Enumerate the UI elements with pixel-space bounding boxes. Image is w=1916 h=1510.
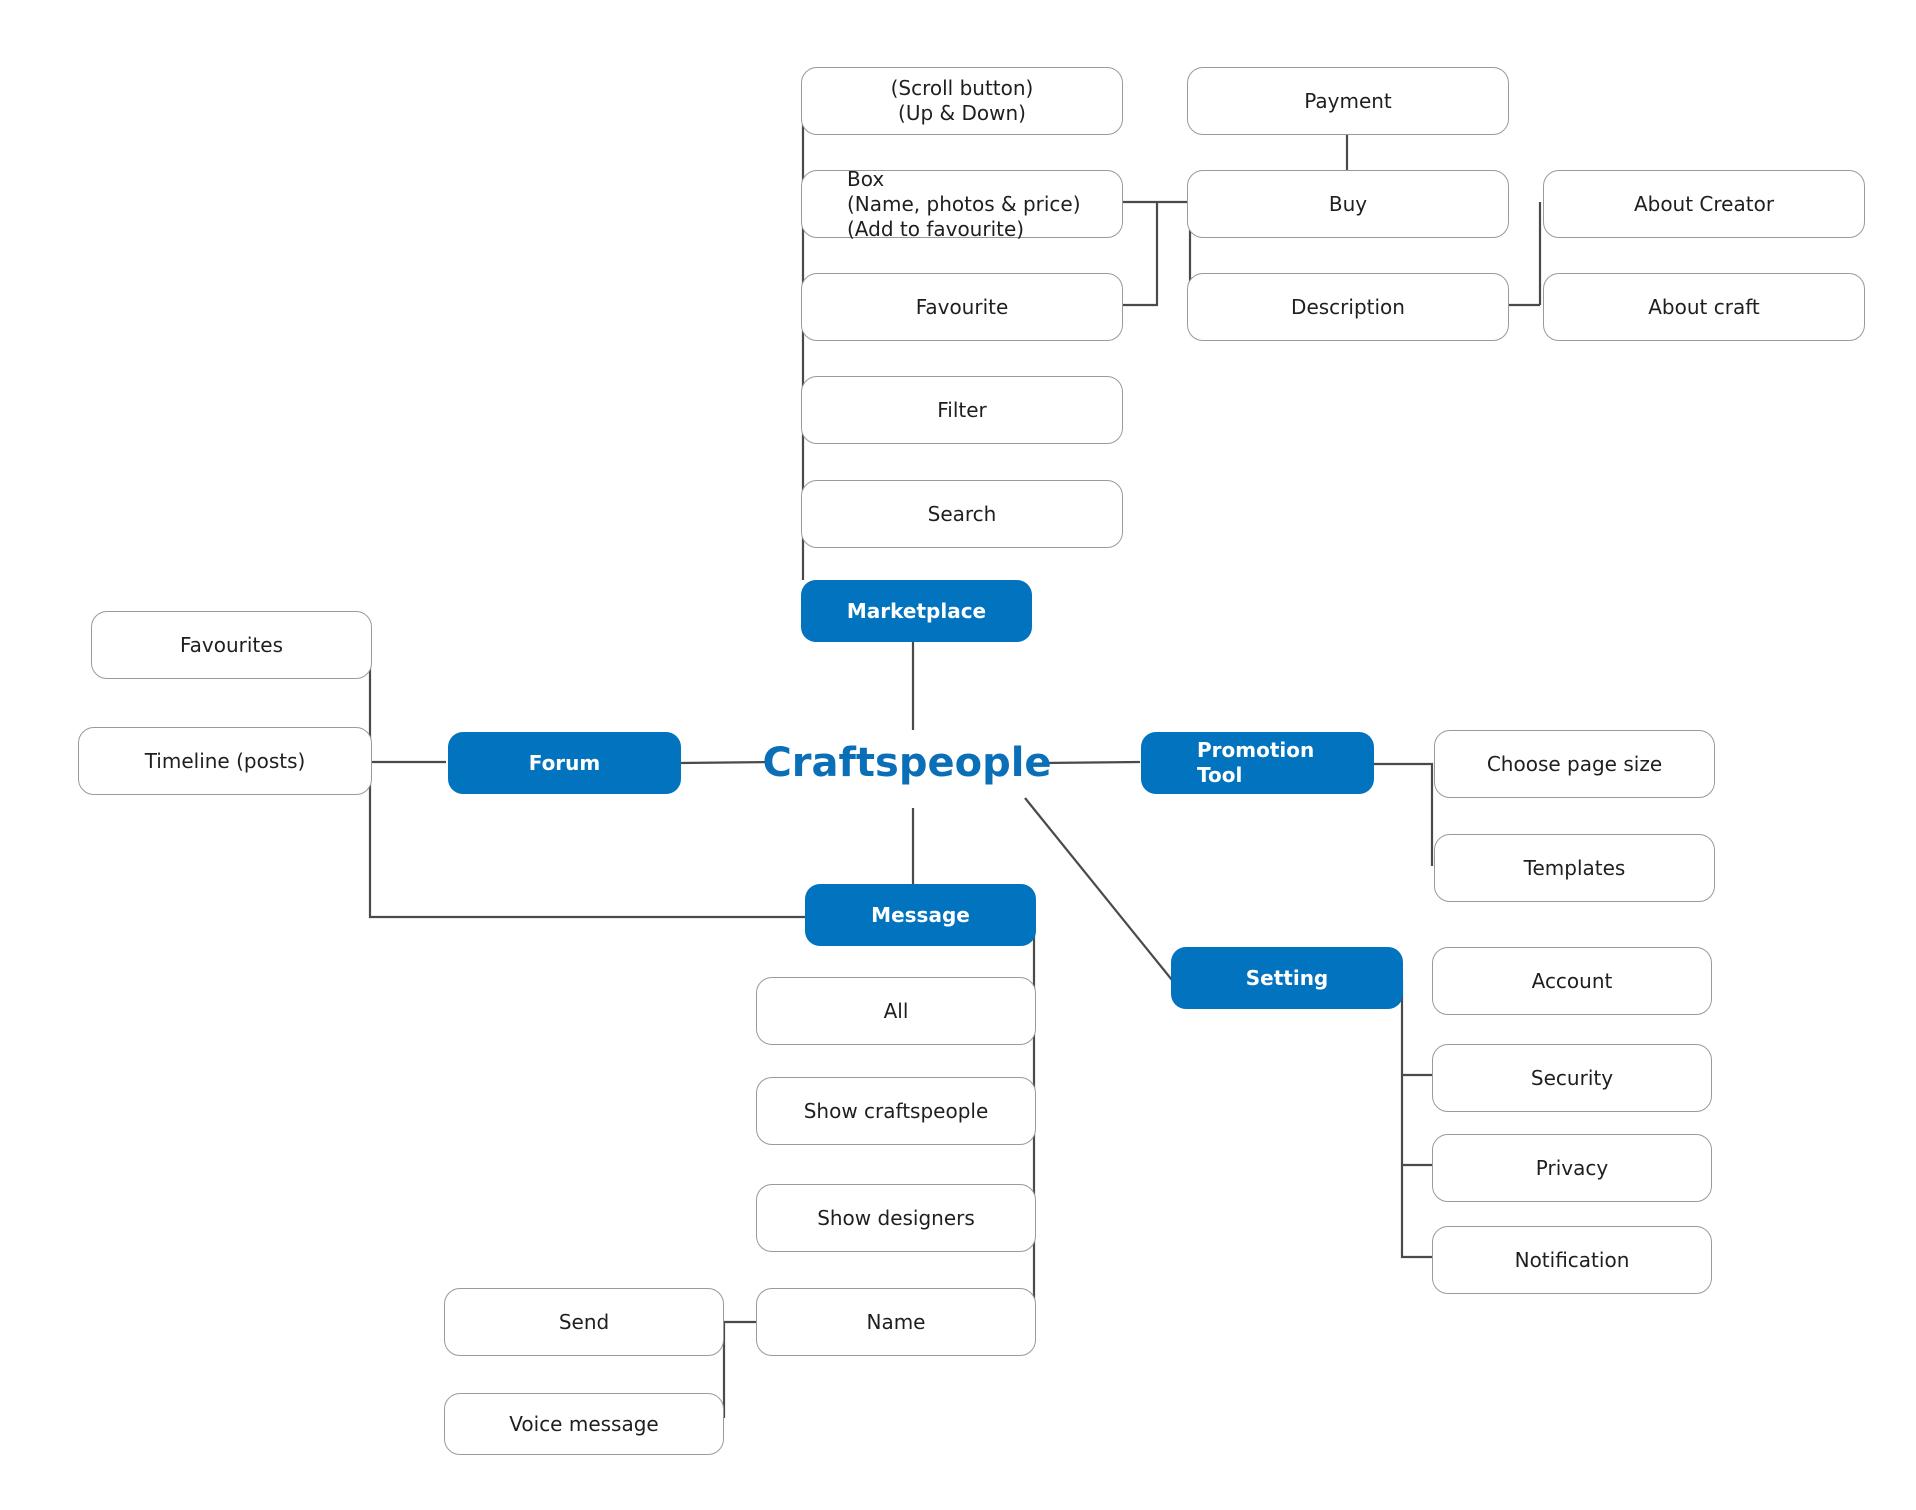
node-search[interactable]: Search [801, 480, 1123, 548]
node-about-craft[interactable]: About craft [1543, 273, 1865, 341]
center-topic-craftspeople: Craftspeople [762, 740, 1052, 786]
node-voice-message[interactable]: Voice message [444, 1393, 724, 1455]
node-filter[interactable]: Filter [801, 376, 1123, 444]
node-show-designers[interactable]: Show designers [756, 1184, 1036, 1252]
node-favourite[interactable]: Favourite [801, 273, 1123, 341]
node-scroll-button[interactable]: (Scroll button) (Up & Down) [801, 67, 1123, 135]
node-show-craftspeople[interactable]: Show craftspeople [756, 1077, 1036, 1145]
node-payment[interactable]: Payment [1187, 67, 1509, 135]
node-buy[interactable]: Buy [1187, 170, 1509, 238]
branch-forum[interactable]: Forum [448, 732, 681, 794]
node-notification[interactable]: Notification [1432, 1226, 1712, 1294]
node-product-box[interactable]: Box (Name, photos & price) (Add to favou… [801, 167, 1123, 241]
branch-message[interactable]: Message [805, 884, 1036, 946]
branch-marketplace[interactable]: Marketplace [801, 580, 1032, 642]
branch-promotion-tool[interactable]: Promotion Tool [1141, 732, 1374, 794]
node-choose-page-size[interactable]: Choose page size [1434, 730, 1715, 798]
node-name[interactable]: Name [756, 1288, 1036, 1356]
branch-setting[interactable]: Setting [1171, 947, 1403, 1009]
node-templates[interactable]: Templates [1434, 834, 1715, 902]
node-favourites[interactable]: Favourites [91, 611, 372, 679]
node-send[interactable]: Send [444, 1288, 724, 1356]
node-privacy[interactable]: Privacy [1432, 1134, 1712, 1202]
node-account[interactable]: Account [1432, 947, 1712, 1015]
node-about-creator[interactable]: About Creator [1543, 170, 1865, 238]
node-description[interactable]: Description [1187, 273, 1509, 341]
node-security[interactable]: Security [1432, 1044, 1712, 1112]
node-all[interactable]: All [756, 977, 1036, 1045]
node-timeline-posts[interactable]: Timeline (posts) [78, 727, 372, 795]
